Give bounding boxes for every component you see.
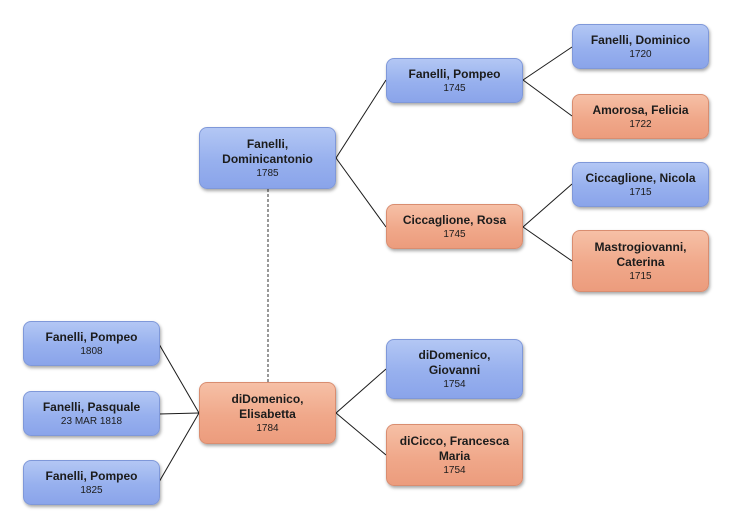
person-nicola[interactable]: Ciccaglione, Nicola 1715 xyxy=(572,162,709,207)
person-date: 1825 xyxy=(80,484,103,496)
person-name: Mastrogiovanni, Caterina xyxy=(594,239,687,269)
person-date: 1715 xyxy=(629,270,652,282)
person-name: Fanelli, Dominico xyxy=(590,32,691,47)
person-francesca[interactable]: diCicco, Francesca Maria 1754 xyxy=(386,424,523,486)
link-pompeo-dominico xyxy=(522,46,573,81)
person-elisabetta[interactable]: diDomenico, Elisabetta 1784 xyxy=(199,382,336,444)
person-dominico[interactable]: Fanelli, Dominico 1720 xyxy=(572,24,709,69)
person-name: diCicco, Francesca Maria xyxy=(399,433,510,463)
link-elisabetta-francesca xyxy=(335,412,387,456)
link-elisabetta-giovanni xyxy=(335,368,387,414)
link-dominicantonio-pompeo xyxy=(335,79,387,159)
person-caterina[interactable]: Mastrogiovanni, Caterina 1715 xyxy=(572,230,709,292)
person-date: 1720 xyxy=(629,48,652,60)
person-dominicantonio[interactable]: Fanelli, Dominicantonio 1785 xyxy=(199,127,336,189)
link-elisabetta-pasquale xyxy=(158,412,200,415)
person-pompeo-1808[interactable]: Fanelli, Pompeo 1808 xyxy=(23,321,160,366)
link-elisabetta-pompeo-1808 xyxy=(158,343,200,414)
link-rosa-nicola xyxy=(522,183,573,228)
person-date: 1745 xyxy=(443,82,466,94)
link-dominicantonio-rosa xyxy=(335,157,387,228)
person-name: Ciccaglione, Rosa xyxy=(402,212,507,227)
person-rosa[interactable]: Ciccaglione, Rosa 1745 xyxy=(386,204,523,249)
person-name: Fanelli, Pompeo xyxy=(45,468,138,483)
person-name: Amorosa, Felicia xyxy=(592,102,689,117)
person-name: Fanelli, Pompeo xyxy=(45,329,138,344)
person-name: diDomenico, Elisabetta xyxy=(231,391,304,421)
person-date: 1785 xyxy=(256,167,279,179)
person-name: Fanelli, Pompeo xyxy=(408,66,501,81)
person-name: Fanelli, Dominicantonio xyxy=(222,136,313,166)
person-name: Fanelli, Pasquale xyxy=(42,399,141,414)
person-name: Ciccaglione, Nicola xyxy=(585,170,696,185)
person-date: 1808 xyxy=(80,345,103,357)
person-date: 1754 xyxy=(443,378,466,390)
link-pompeo-felicia xyxy=(522,79,573,117)
person-date: 1745 xyxy=(443,228,466,240)
person-pasquale[interactable]: Fanelli, Pasquale 23 MAR 1818 xyxy=(23,391,160,436)
person-date: 1754 xyxy=(443,464,466,476)
link-rosa-caterina xyxy=(522,226,573,262)
person-name: diDomenico, Giovanni xyxy=(418,347,491,377)
person-pompeo-1825[interactable]: Fanelli, Pompeo 1825 xyxy=(23,460,160,505)
person-date: 1715 xyxy=(629,186,652,198)
person-giovanni[interactable]: diDomenico, Giovanni 1754 xyxy=(386,339,523,399)
link-elisabetta-pompeo-1825 xyxy=(158,412,200,483)
person-pompeo-1745[interactable]: Fanelli, Pompeo 1745 xyxy=(386,58,523,103)
person-date: 1722 xyxy=(629,118,652,130)
person-date: 1784 xyxy=(256,422,279,434)
person-felicia[interactable]: Amorosa, Felicia 1722 xyxy=(572,94,709,139)
person-date: 23 MAR 1818 xyxy=(60,415,123,427)
